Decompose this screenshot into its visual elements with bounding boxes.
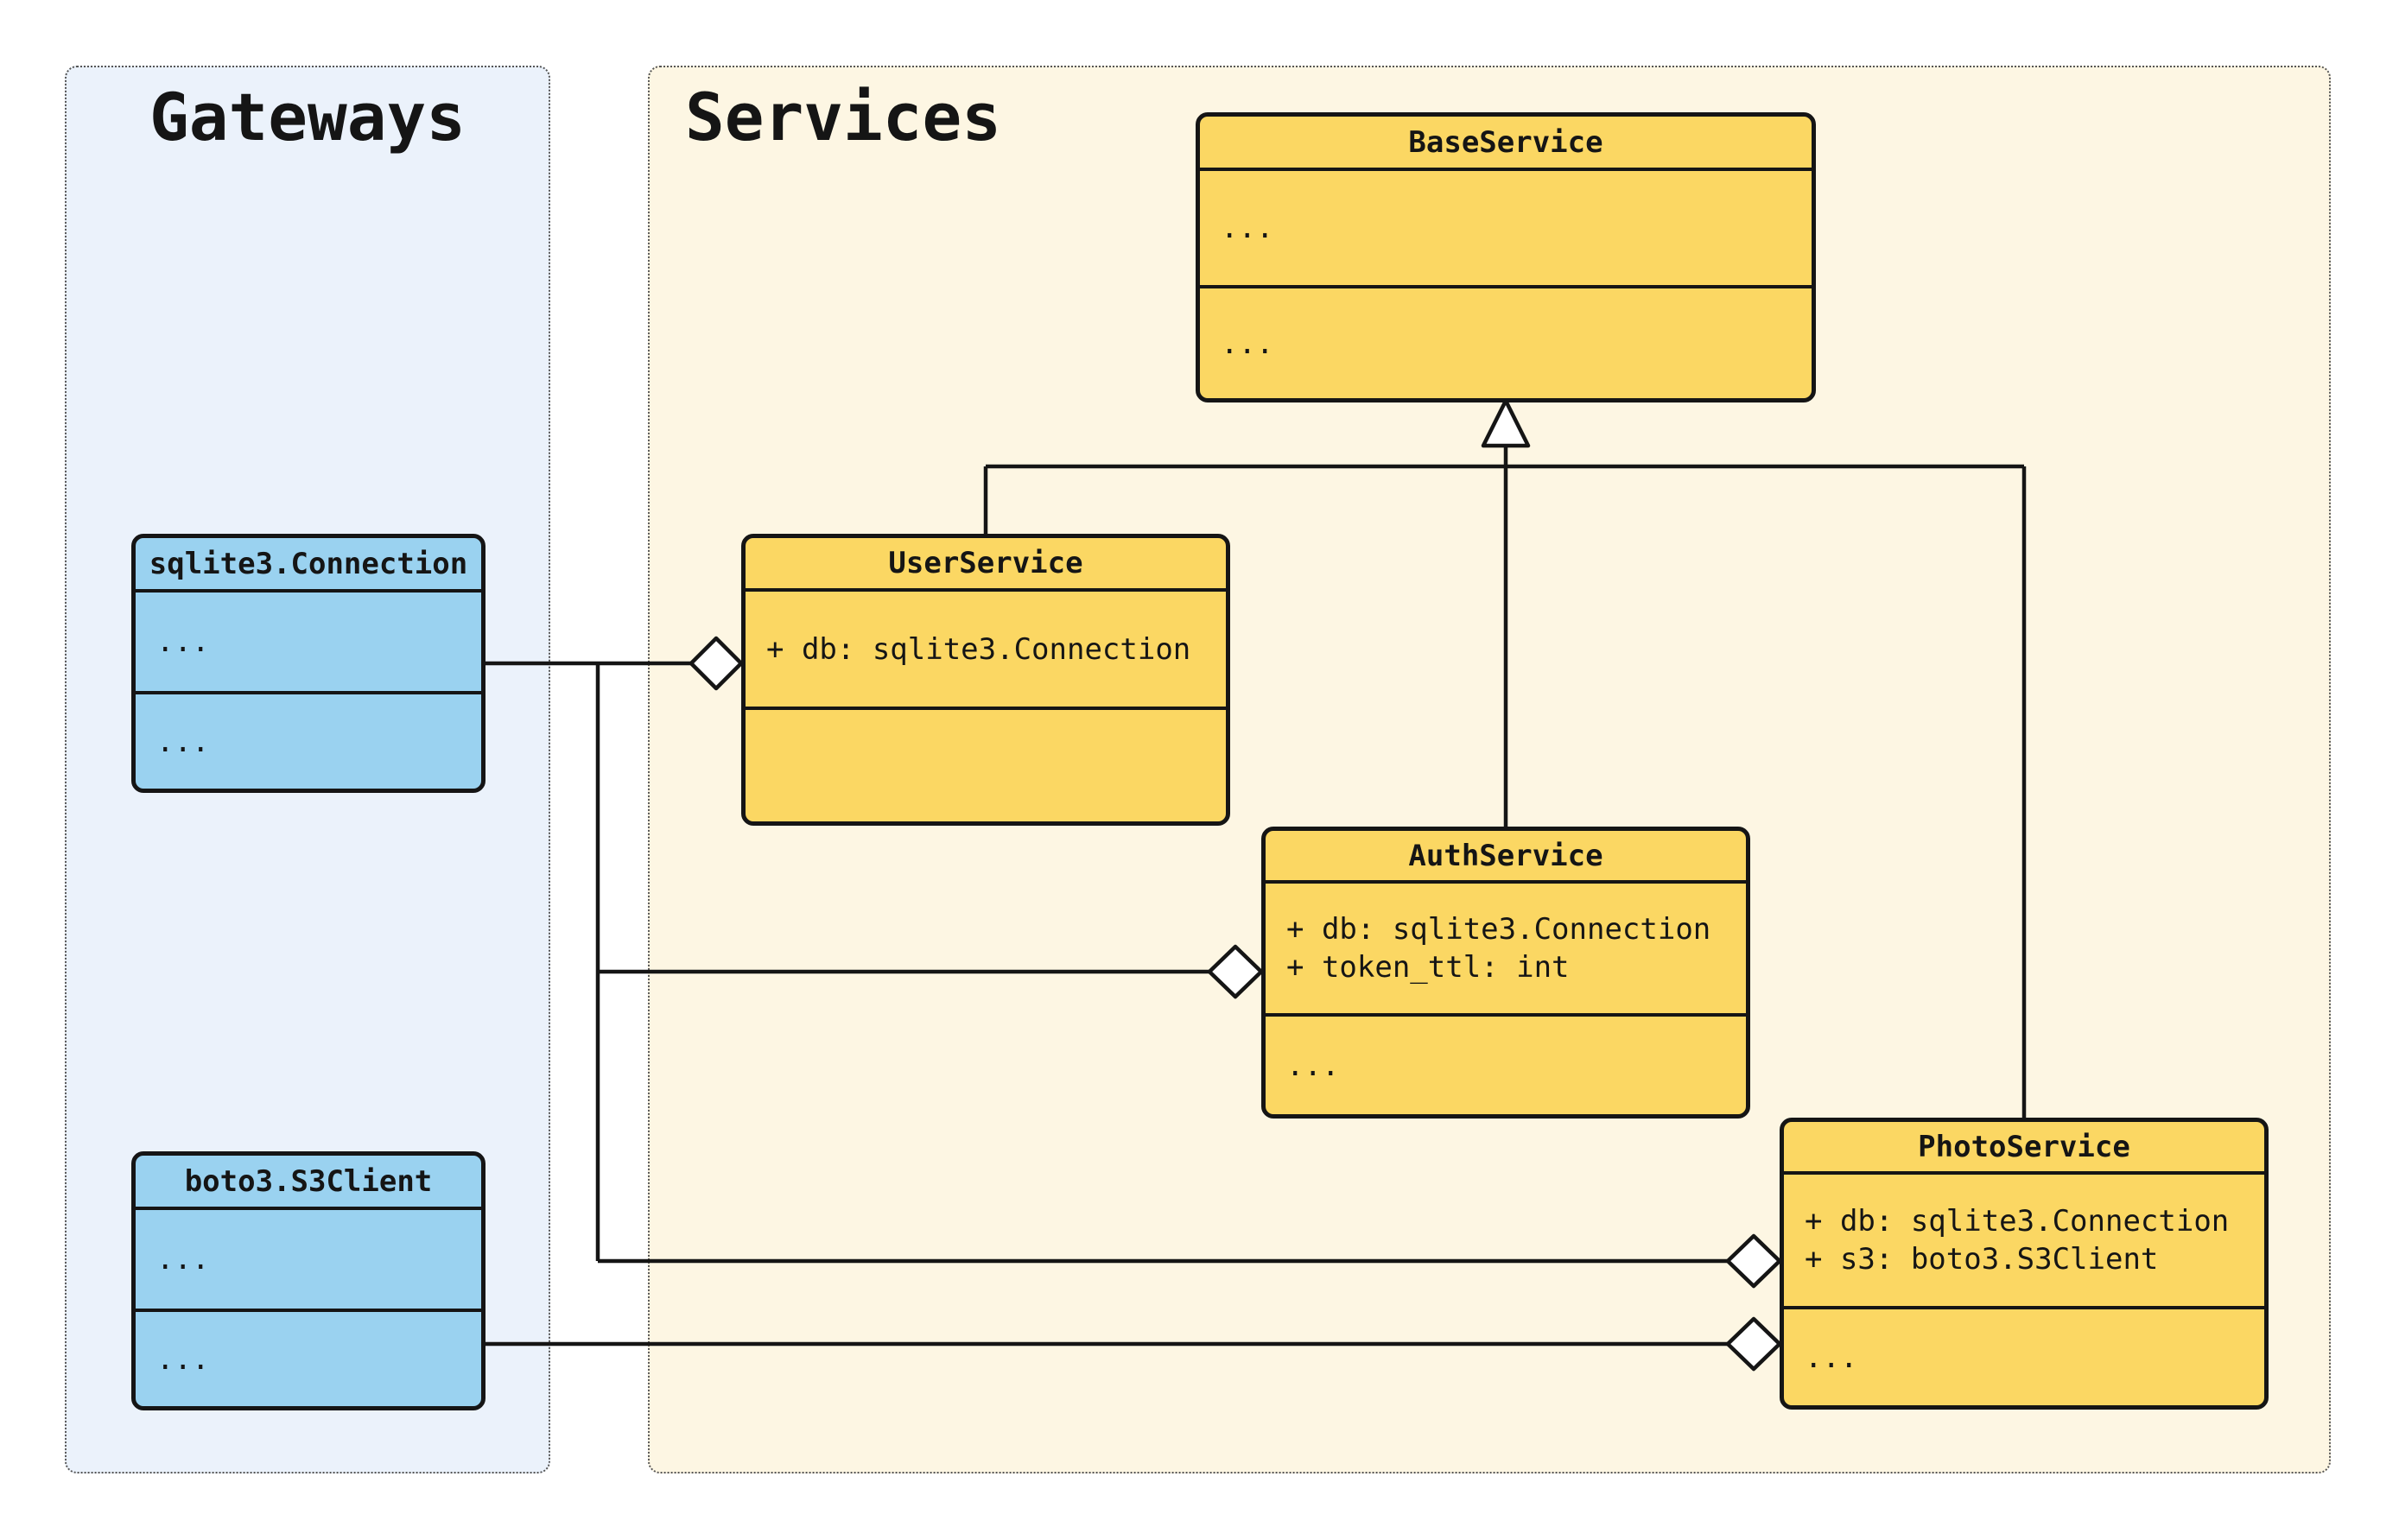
aggregation-diamond-icon-photoservice-db — [1725, 1233, 1782, 1289]
class-boto3-s3client-name: boto3.S3Client — [184, 1163, 433, 1199]
aggregation-diamond-icon-authservice — [1207, 944, 1264, 999]
class-sqlite3-connection-name: sqlite3.Connection — [149, 546, 468, 581]
attribute-line: + db: sqlite3.Connection — [1805, 1204, 2230, 1239]
class-boto3-s3client-attributes: ... — [136, 1207, 481, 1309]
class-userservice-name: UserService — [888, 546, 1083, 580]
attribute-line: + s3: boto3.S3Client — [1805, 1242, 2159, 1277]
class-baseservice: BaseService ... ... — [1196, 112, 1816, 402]
class-photoservice-name: PhotoService — [1918, 1129, 2130, 1164]
class-userservice-methods — [746, 707, 1226, 821]
inheritance-triangle-icon — [1481, 398, 1531, 448]
class-photoservice-attributes: + db: sqlite3.Connection + s3: boto3.S3C… — [1784, 1171, 2264, 1306]
class-baseservice-attributes: ... — [1200, 168, 1812, 285]
class-authservice-attributes: + db: sqlite3.Connection + token_ttl: in… — [1266, 880, 1746, 1013]
class-photoservice-methods: ... — [1784, 1306, 2264, 1405]
attribute-line: ... — [156, 1242, 210, 1277]
services-group-title: Services — [685, 79, 1002, 155]
class-authservice-methods: ... — [1266, 1013, 1746, 1114]
class-baseservice-methods: ... — [1200, 285, 1812, 398]
attribute-line: ... — [1221, 211, 1274, 245]
attribute-line: + db: sqlite3.Connection — [1286, 912, 1711, 947]
gateways-group-title: Gateways — [149, 79, 466, 155]
class-authservice: AuthService + db: sqlite3.Connection + t… — [1261, 827, 1750, 1119]
class-sqlite3-connection-attributes: ... — [136, 589, 481, 691]
attribute-line: ... — [156, 624, 210, 659]
class-photoservice: PhotoService + db: sqlite3.Connection + … — [1780, 1118, 2269, 1410]
attribute-line: + token_ttl: int — [1286, 950, 1570, 985]
class-authservice-name: AuthService — [1408, 838, 1603, 873]
method-line: ... — [1286, 1048, 1340, 1083]
aggregation-diamond-icon-userservice — [689, 636, 744, 691]
class-baseservice-name: BaseService — [1408, 124, 1603, 160]
method-line: ... — [1221, 326, 1274, 361]
class-boto3-s3client-methods: ... — [136, 1309, 481, 1406]
attribute-line: + db: sqlite3.Connection — [766, 631, 1191, 667]
class-sqlite3-connection-methods: ... — [136, 691, 481, 789]
method-line: ... — [156, 724, 210, 759]
class-userservice-attributes: + db: sqlite3.Connection — [746, 588, 1226, 707]
class-sqlite3-connection: sqlite3.Connection ... ... — [131, 534, 486, 793]
class-boto3-s3client: boto3.S3Client ... ... — [131, 1151, 486, 1410]
class-userservice: UserService + db: sqlite3.Connection — [741, 534, 1230, 826]
method-line: ... — [1805, 1340, 1858, 1375]
method-line: ... — [156, 1341, 210, 1377]
aggregation-diamond-icon-photoservice-s3 — [1725, 1316, 1782, 1372]
